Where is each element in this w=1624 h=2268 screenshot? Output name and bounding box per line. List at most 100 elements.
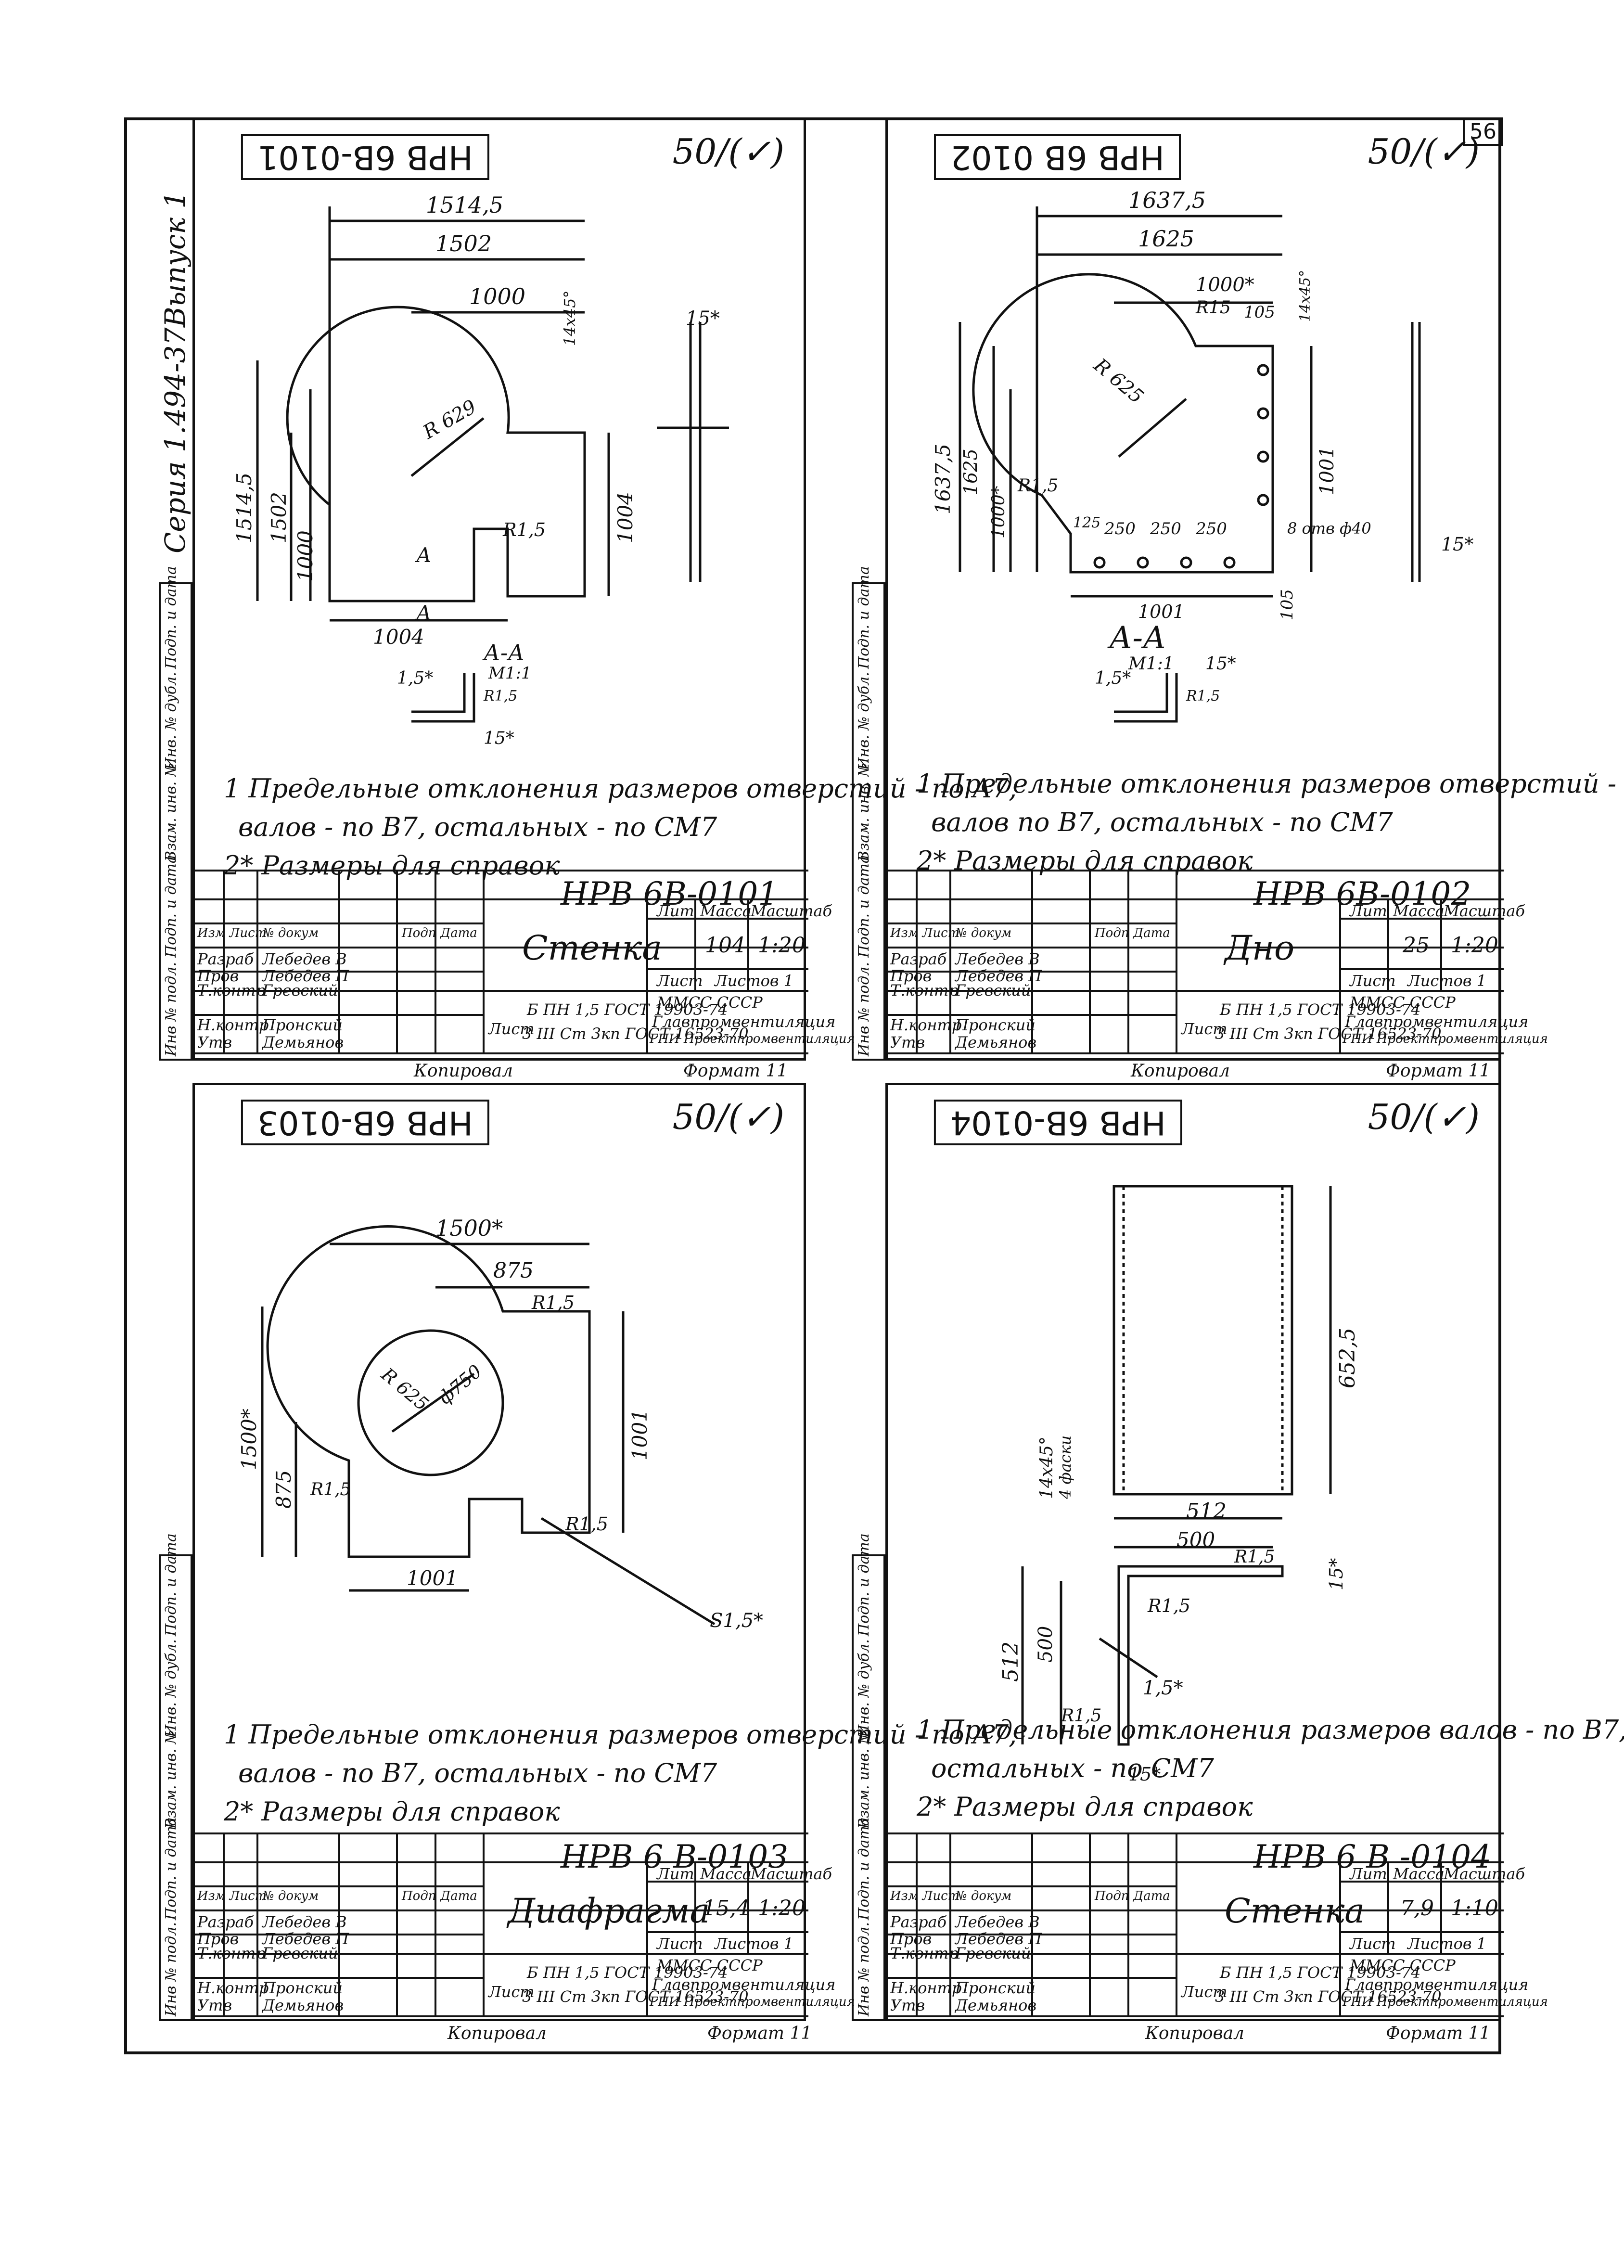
- person-name: Лебедев П: [955, 967, 1042, 985]
- list-label: Лист: [1181, 1020, 1228, 1038]
- org-line-1: ММСС СССР: [1350, 1956, 1456, 1974]
- note-line: валов - по В7, остальных - по СМ7: [238, 812, 717, 842]
- material-line-1: Б ПН 1,5 ГОСТ 19903-74: [1220, 1963, 1421, 1982]
- section-dim-2: R1,5: [1186, 688, 1220, 705]
- material-line-1: Б ПН 1,5 ГОСТ 19903-74: [527, 1000, 728, 1019]
- side-stamp-label: Подп. и дата: [163, 1533, 179, 1636]
- side-stamp-label: Взам. инв. №: [856, 1730, 872, 1829]
- list-label: Лист: [488, 1983, 535, 2001]
- format-label: Формат 11: [1386, 2024, 1491, 2043]
- person-role: Т.контр: [890, 981, 959, 999]
- sheet-label: Лист: [657, 972, 703, 990]
- side-stamp-column: [852, 582, 885, 1061]
- dim-512: 512: [1186, 1499, 1227, 1524]
- person-name: Лебедев В: [262, 950, 347, 968]
- side-stamp-label: Взам. инв. №: [856, 763, 872, 861]
- org-line-3: ГПИ Проектпромвентиляция: [1343, 1995, 1548, 2009]
- role-header-2: № докум: [955, 1889, 1012, 1903]
- person-role: Н.контр: [197, 1016, 269, 1034]
- person-role: Н.контр: [890, 1016, 962, 1034]
- side-stamp-label: Инв № подл.: [856, 962, 872, 1056]
- side-stamp-label: Инв. № дубл.: [163, 1639, 179, 1737]
- dim-15-star: 15*: [1441, 534, 1474, 555]
- copied-label: Копировал: [1145, 2024, 1244, 2043]
- dim-250c: 250: [1196, 519, 1227, 538]
- material-line-1: Б ПН 1,5 ГОСТ 19903-74: [1220, 1000, 1421, 1019]
- col-mass: Масса: [700, 902, 752, 920]
- person-role: Утв: [197, 1033, 232, 1051]
- title-block-grid: [195, 1832, 808, 2017]
- dim-1001-h: 1001: [407, 1566, 458, 1590]
- org-line-1: ММСС СССР: [657, 1956, 763, 1974]
- person-role: Н.контр: [197, 1979, 269, 1997]
- dim-500: 500: [1176, 1528, 1215, 1551]
- side-stamp-column: [159, 1554, 192, 2021]
- side-stamp-column: [159, 582, 192, 1061]
- person-name: Лебедев П: [262, 1930, 349, 1948]
- side-stamp-label: Инв № подл.: [163, 1922, 179, 2016]
- note-line: 1 Предельные отклонения размеров валов -…: [917, 1715, 1624, 1745]
- person-role: Пров: [197, 967, 239, 985]
- section-dim-1: 1,5*: [1095, 668, 1131, 688]
- sheets-count: Листов 1: [715, 1935, 793, 1953]
- part-drawing: [1021, 1185, 1332, 1746]
- issue-label: Выпуск 1: [159, 191, 192, 327]
- person-name: Демьянов: [955, 1996, 1037, 2014]
- side-stamp-label: Взам. инв. №: [163, 1730, 179, 1829]
- col-scale: Масштаб: [751, 1865, 832, 1883]
- dim-r15c: R1,5: [1061, 1706, 1102, 1726]
- person-name: Лебедев П: [262, 967, 349, 985]
- dim-1502: 1502: [435, 231, 492, 256]
- col-lit: Лит: [1350, 902, 1387, 920]
- dim-875: 875: [493, 1258, 534, 1283]
- note-line: остальных - по СМ7: [931, 1753, 1214, 1783]
- scale-value: 1:20: [1451, 933, 1498, 958]
- dim-250a: 250: [1104, 519, 1136, 538]
- side-stamp-label: Подп. и дата: [856, 1533, 872, 1636]
- mass-value: 15,4: [703, 1896, 750, 1921]
- person-role: Т.контр: [197, 981, 266, 999]
- side-stamp-label: Инв. № дубл.: [163, 672, 179, 770]
- col-scale: Масштаб: [1444, 902, 1525, 920]
- dim-r15b: R1,5: [1148, 1595, 1191, 1616]
- material-line-2: 3 III Ст 3кп ГОСТ 16523-70: [1215, 1025, 1442, 1043]
- mass-value: 104: [705, 933, 745, 958]
- side-stamp-label: Подп. и дата: [163, 1817, 179, 1920]
- role-header-3: Подп: [402, 926, 436, 940]
- sheet-label: Лист: [657, 1935, 703, 1953]
- dim-1625: 1625: [1138, 226, 1195, 252]
- dim-105: 105: [1244, 303, 1275, 322]
- section-dim-2: R1,5: [484, 688, 518, 705]
- format-label: Формат 11: [1386, 1061, 1491, 1081]
- copied-label: Копировал: [1131, 1061, 1230, 1081]
- role-header-1: Изм Лист: [197, 926, 267, 940]
- part-drawing: [959, 206, 1421, 723]
- section-dim-3: 15*: [1205, 654, 1236, 674]
- col-scale: Масштаб: [1444, 1865, 1525, 1883]
- part-drawing: [261, 1225, 716, 1626]
- sheets-count: Листов 1: [715, 972, 793, 990]
- side-stamp-label: Взам. инв. №: [163, 763, 179, 861]
- org-line-1: ММСС СССР: [1350, 993, 1456, 1012]
- dim-1004-h: 1004: [373, 625, 424, 649]
- role-header-2: № докум: [955, 926, 1012, 940]
- person-role: Т.контр: [890, 1944, 959, 1962]
- person-role: Утв: [890, 1996, 925, 2014]
- side-stamp-label: Подп. и дата: [856, 566, 872, 669]
- person-name: Пронский: [262, 1016, 343, 1034]
- dim-1500-star: 1500*: [435, 1215, 503, 1241]
- side-stamp-label: Инв № подл.: [856, 1922, 872, 2016]
- title-block-grid: [888, 870, 1504, 1054]
- material-line-2: 3 III Ст 3кп ГОСТ 16523-70: [522, 1025, 749, 1043]
- org-line-2: Главпромвентиляция: [1345, 1975, 1529, 1994]
- dim-1514: 1514,5: [426, 192, 503, 218]
- dim-s15: S1,5*: [710, 1610, 764, 1632]
- col-lit: Лит: [657, 902, 694, 920]
- col-mass: Масса: [700, 1865, 752, 1883]
- sheet-label: Лист: [1350, 1935, 1396, 1953]
- role-header-1: Изм Лист: [197, 1889, 267, 1903]
- side-stamp-column: [852, 1554, 885, 2021]
- title-block-grid: [888, 1832, 1504, 2017]
- dim-r15a: R1,5: [532, 1292, 575, 1313]
- col-mass: Масса: [1393, 902, 1445, 920]
